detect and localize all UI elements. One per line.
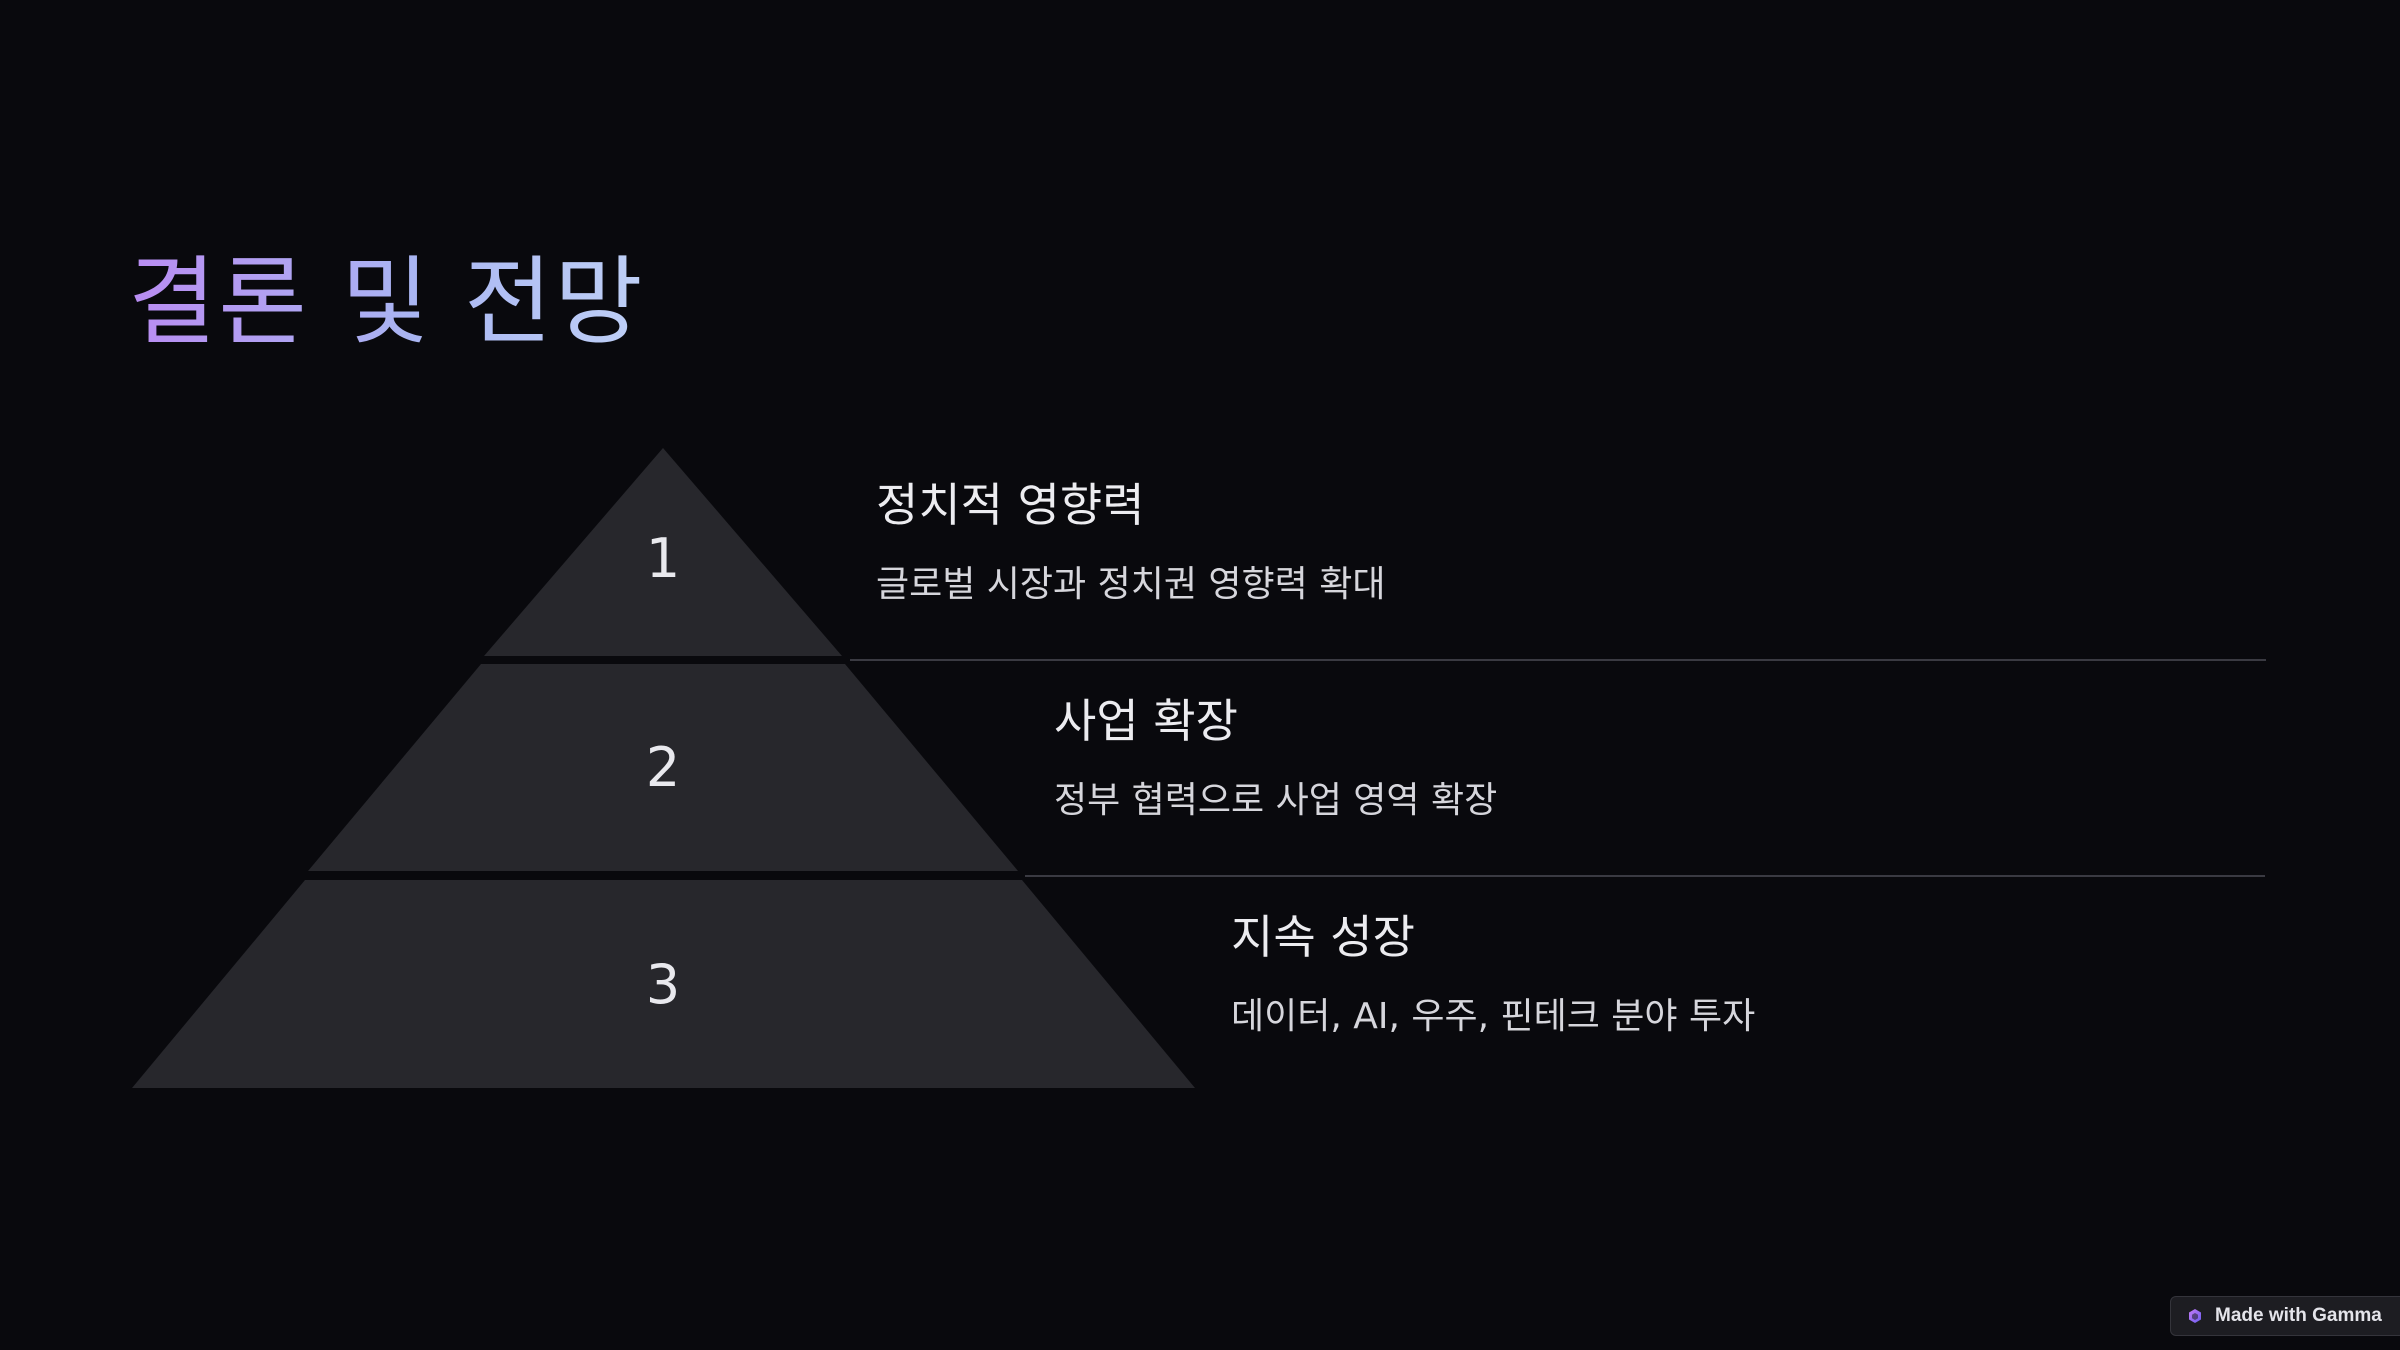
tier-2-heading: 사업 확장: [1054, 694, 1238, 748]
tier-3-description: 데이터, AI, 우주, 핀테크 분야 투자: [1231, 996, 1756, 1038]
pyramid-tier-1: [484, 448, 842, 656]
divider-2: [1025, 875, 2265, 877]
badge-label: Made with Gamma: [2215, 1305, 2382, 1326]
tier-3-heading: 지속 성장: [1231, 910, 1415, 964]
tier-2-number: 2: [646, 736, 680, 799]
gamma-logo-icon: [2189, 1309, 2201, 1323]
tier-1-description: 글로벌 시장과 정치권 영향력 확대: [876, 564, 1386, 606]
tier-1-heading: 정치적 영향력: [876, 478, 1145, 532]
made-with-gamma-badge[interactable]: Made with Gamma: [2170, 1296, 2400, 1336]
tier-2-text: 사업 확장 정부 협력으로 사업 영역 확장: [1054, 694, 1497, 822]
tier-1-number: 1: [646, 527, 680, 590]
tier-3-number: 3: [646, 953, 680, 1016]
tier-1-text: 정치적 영향력 글로벌 시장과 정치권 영향력 확대: [876, 478, 1385, 606]
pyramid-tier-3: [132, 880, 1195, 1088]
divider-1: [850, 659, 2266, 661]
pyramid-tier-2: [308, 664, 1018, 871]
tier-2-description: 정부 협력으로 사업 영역 확장: [1054, 780, 1498, 822]
tier-3-text: 지속 성장 데이터, AI, 우주, 핀테크 분야 투자: [1231, 910, 1755, 1038]
page-title: 결론 및 전망: [128, 246, 645, 358]
